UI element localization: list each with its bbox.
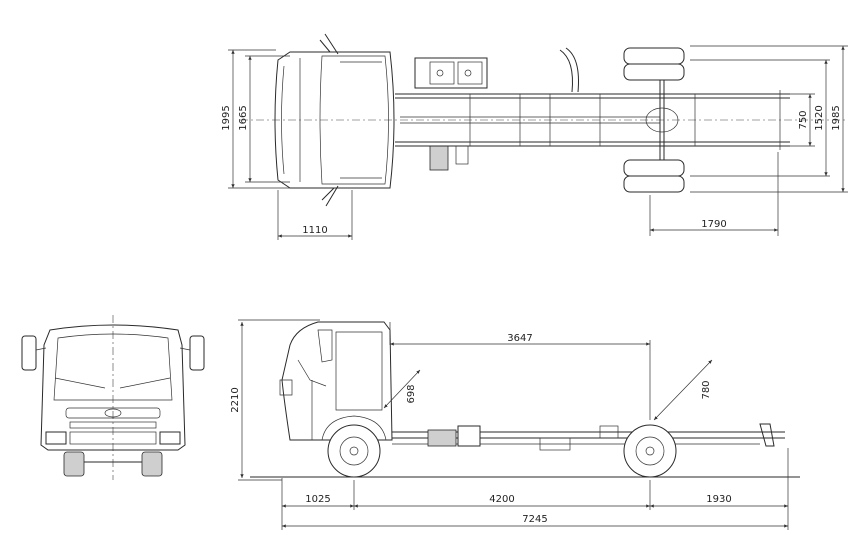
dim-side-rear-overhang: 1930 (706, 494, 731, 505)
dim-rear-width: 1985 (831, 105, 842, 130)
dim-cab-step: 698 (406, 384, 417, 403)
dim-cab-to-axle: 3647 (507, 333, 532, 344)
side-view: 2210 3647 698 780 1025 4200 1930 7245 (230, 319, 800, 530)
dim-top-rear-overhang: 1790 (701, 219, 726, 230)
dim-cab-width: 1665 (238, 105, 249, 130)
dim-overall-width: 1995 (221, 105, 232, 130)
dim-front-overhang: 1025 (305, 494, 330, 505)
front-view (21, 315, 205, 480)
dim-frame-width: 750 (798, 110, 809, 129)
dim-overall-height: 2210 (230, 387, 241, 412)
dim-rear-track: 1520 (814, 105, 825, 130)
top-view: 1995 1665 1110 1790 750 1520 1985 (221, 33, 848, 240)
dim-front-track: 1110 (302, 225, 327, 236)
dim-frame-height: 780 (701, 380, 712, 399)
dim-overall-length: 7245 (522, 514, 547, 525)
dim-wheelbase: 4200 (489, 494, 514, 505)
